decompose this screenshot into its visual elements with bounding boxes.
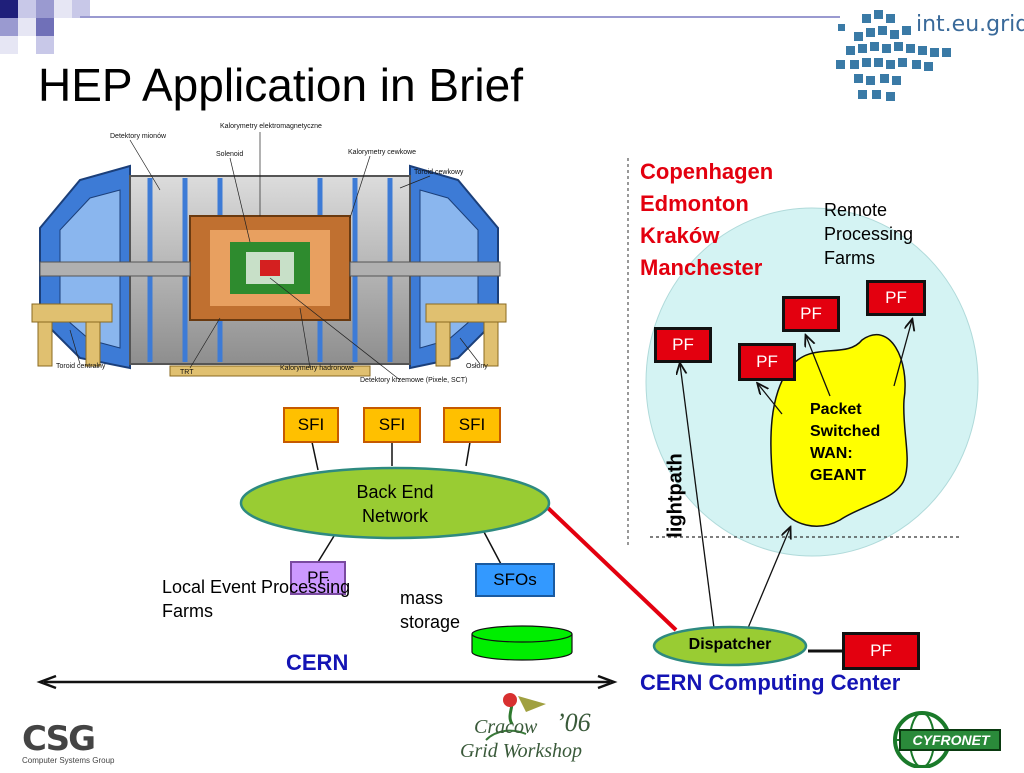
cgw-logo-year: ’06	[556, 708, 591, 737]
local-event-label: Local Event Processing Farms	[162, 577, 351, 621]
grid-logo-mark	[836, 10, 951, 101]
dispatcher-shape	[652, 625, 808, 667]
detector-label-3: Solenoid	[216, 151, 243, 158]
remote-pf-4: PF	[866, 280, 926, 316]
detector-label-4: Kalorymetry cewkowe	[348, 149, 416, 156]
csg-logo-text: CSG	[22, 719, 96, 759]
csg-logo: CSG Computer Systems Group	[22, 722, 132, 768]
page-title: HEP Application in Brief	[38, 59, 523, 111]
mass-storage-cylinder	[471, 625, 573, 643]
city-list: Copenhagen Edmonton Kraków Manchester	[640, 156, 773, 284]
int-eu-grid-logo: int.eu.grid	[832, 4, 1024, 104]
city-edmonton: Edmonton	[640, 191, 749, 216]
city-copenhagen: Copenhagen	[640, 159, 774, 184]
cracow-grid-workshop-logo: Cracow ’06 Grid Workshop	[456, 690, 606, 768]
detector-label-6: Toroid centralny	[56, 363, 106, 370]
sfos-box: SFOs	[475, 563, 555, 597]
detector-label-8: Kalorymetry hadronowe	[280, 365, 354, 372]
detector-label-5: Toroid cewkowy	[414, 169, 464, 176]
header-rule	[80, 16, 840, 18]
detector-label-9: Detektory krzemowe (Pixele, SCT)	[360, 377, 467, 384]
cern-computing-center-label: CERN Computing Center	[640, 670, 901, 695]
mass-storage-label: mass storage	[400, 588, 461, 632]
dispatcher-pf: PF	[842, 632, 920, 670]
detector-label-10: Osłony	[466, 363, 488, 370]
back-end-network-shape	[239, 466, 551, 540]
detector-label-1: Detektory mionów	[110, 133, 167, 140]
cyfronet-logo-text: CYFRONET	[912, 732, 990, 748]
detector-label-2: Kalorymetry elektromagnetyczne	[220, 123, 322, 130]
packet-switched-wan	[770, 333, 908, 527]
cgw-logo-line1: Cracow	[474, 716, 538, 738]
packet-switched-label: Packet Switched WAN: GEANT	[810, 401, 881, 484]
detector-image: Detektory mionów Kalorymetry elektromagn…	[20, 118, 518, 396]
remote-pf-3: PF	[782, 296, 840, 332]
lightpath-label: lightpath	[664, 453, 687, 538]
cyfronet-logo: CYFRONET	[886, 708, 1006, 769]
cgw-logo-line2: Grid Workshop	[460, 740, 583, 762]
remote-pf-2: PF	[738, 343, 796, 381]
sfi-box-1: SFI	[283, 407, 339, 443]
back-end-network-label: Back End Network	[356, 482, 434, 526]
csg-logo-subtext: Computer Systems Group	[22, 756, 115, 765]
city-manchester: Manchester	[640, 255, 763, 280]
brand-logo-text: int.eu.grid	[916, 12, 1024, 37]
sfi-box-2: SFI	[363, 407, 421, 443]
remote-farms-label: Remote Processing Farms	[824, 200, 914, 268]
cern-label: CERN	[286, 650, 349, 675]
dispatcher-label: Dispatcher	[688, 636, 772, 653]
remote-pf-1: PF	[654, 327, 712, 363]
sfi-box-3: SFI	[443, 407, 501, 443]
local-pf-box: PF	[290, 561, 346, 595]
city-krakow: Kraków	[640, 223, 720, 248]
detector-label-7: TRT	[180, 369, 194, 376]
